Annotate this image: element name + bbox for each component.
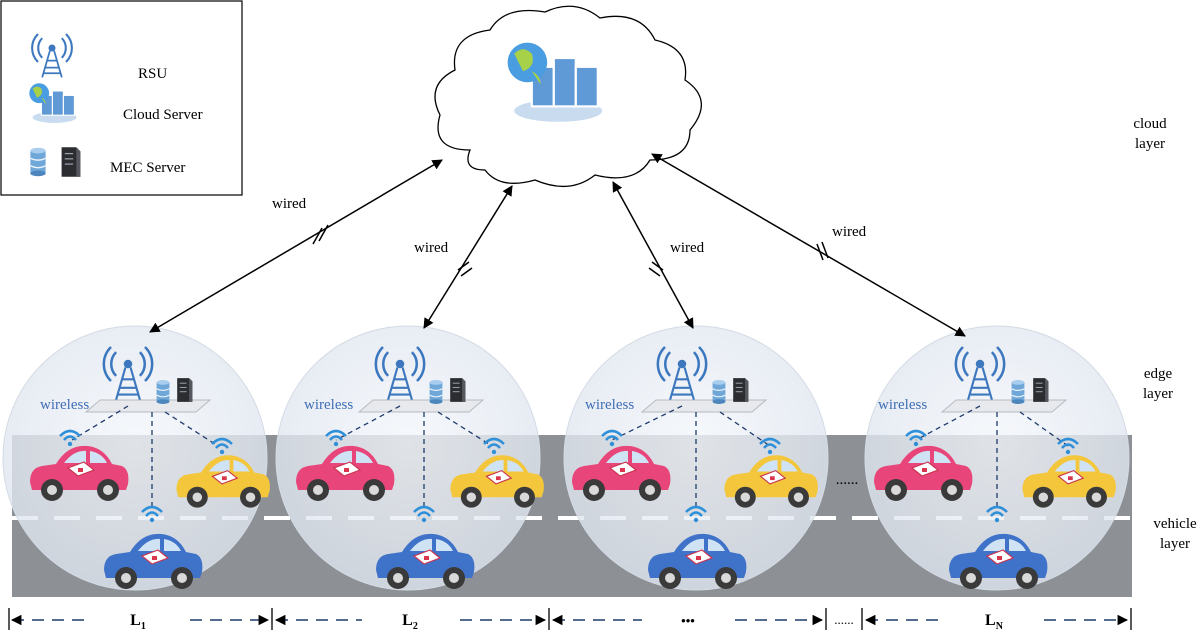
wireless-label-1: wireless bbox=[40, 397, 89, 413]
svg-text:layer: layer bbox=[1135, 136, 1165, 152]
segment-arrow-3: ••• bbox=[551, 613, 824, 628]
rsu-unit-3: wireless bbox=[585, 345, 771, 508]
layer-label-edge: edge layer bbox=[1143, 366, 1173, 402]
rsu-unit-1: wireless bbox=[40, 345, 219, 508]
segment-label-4: LN bbox=[985, 612, 1004, 632]
server-icon bbox=[1032, 377, 1050, 403]
svg-text:layer: layer bbox=[1160, 536, 1190, 552]
segment-arrow-1: L1 bbox=[10, 612, 270, 632]
road-continuation-dots: ...... bbox=[836, 472, 859, 488]
svg-text:vehicle: vehicle bbox=[1153, 516, 1197, 532]
legend-label-rsu: RSU bbox=[138, 66, 167, 82]
layer-label-vehicle: vehicle layer bbox=[1153, 516, 1197, 552]
wired-link-4: wired bbox=[651, 153, 966, 337]
server-icon bbox=[176, 377, 194, 403]
database-icon bbox=[711, 379, 727, 405]
database-icon bbox=[156, 379, 170, 405]
wired-link-3: wired bbox=[612, 181, 705, 329]
legend-box: RSU Cloud Server MEC Server bbox=[0, 0, 243, 196]
svg-text:layer: layer bbox=[1143, 386, 1173, 402]
database-icon bbox=[429, 379, 443, 405]
wired-link-2: wired bbox=[414, 185, 513, 329]
segment-gap-dots: ...... bbox=[834, 612, 854, 627]
wired-label-2: wired bbox=[414, 240, 449, 256]
rsu-unit-2: wireless bbox=[304, 345, 493, 508]
wired-link-1: wired bbox=[149, 159, 443, 333]
wireless-label-4: wireless bbox=[878, 397, 927, 413]
rsu-unit-4: wireless bbox=[878, 345, 1069, 508]
svg-text:edge: edge bbox=[1144, 366, 1173, 382]
wired-label-3: wired bbox=[670, 240, 705, 256]
svg-text:cloud: cloud bbox=[1133, 116, 1167, 132]
segment-dimensions: L1 L2 ••• ...... LN bbox=[8, 608, 1132, 632]
edge-zone-1 bbox=[2, 325, 268, 591]
wireless-label-2: wireless bbox=[304, 397, 353, 413]
segment-label-3: ••• bbox=[681, 613, 695, 628]
wireless-label-3: wireless bbox=[585, 397, 634, 413]
segment-arrow-2: L2 bbox=[274, 612, 547, 632]
segment-label-1: L1 bbox=[130, 612, 146, 632]
server-icon bbox=[732, 377, 750, 403]
legend-label-mec-server: MEC Server bbox=[110, 160, 185, 176]
database-icon bbox=[1010, 379, 1026, 405]
legend-label-cloud-server: Cloud Server bbox=[123, 107, 203, 123]
segment-arrow-4: LN bbox=[864, 612, 1129, 632]
wired-label-1: wired bbox=[272, 196, 307, 212]
layer-label-cloud: cloud layer bbox=[1133, 116, 1167, 152]
wired-label-4: wired bbox=[832, 224, 867, 240]
server-icon bbox=[449, 377, 467, 403]
segment-label-2: L2 bbox=[402, 612, 418, 632]
